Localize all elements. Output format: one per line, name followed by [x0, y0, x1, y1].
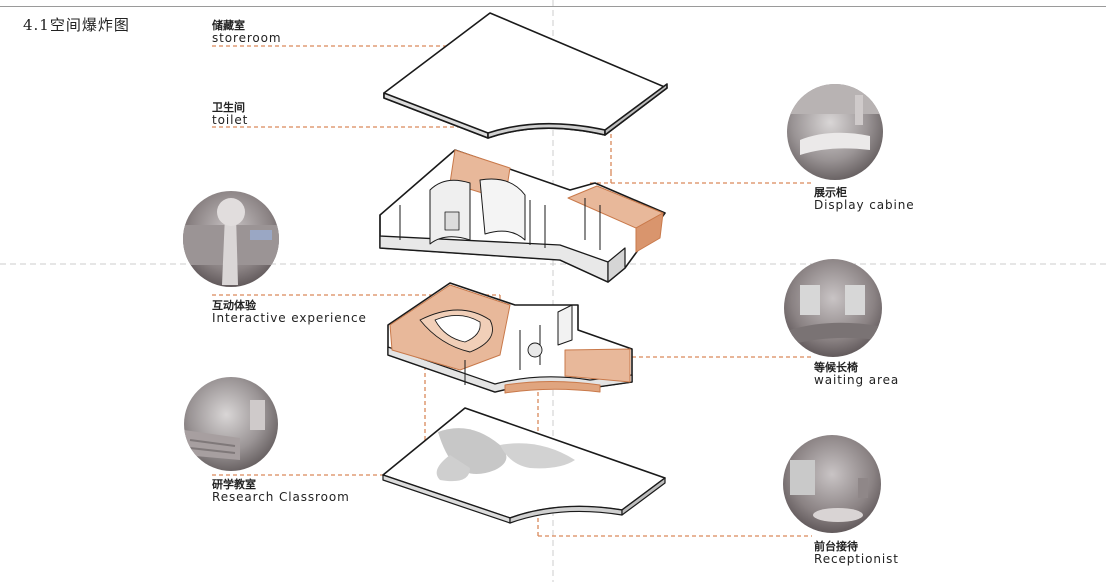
label-research-zh: 研学教室 — [212, 478, 256, 491]
photo-interactive-experience — [183, 191, 279, 287]
label-waiting-area: 等候长椅 waiting area — [814, 361, 900, 387]
label-display-cabine: 展示柜 Display cabine — [814, 186, 915, 212]
layer-roof-slab — [383, 12, 668, 139]
label-toilet-zh: 卫生间 — [212, 101, 245, 114]
label-toilet-en: toilet — [212, 113, 249, 127]
label-interactive-en: Interactive experience — [212, 311, 367, 325]
label-display-en: Display cabine — [814, 198, 915, 212]
label-reception-en: Receptionist — [814, 552, 899, 566]
top-rule — [0, 6, 1106, 7]
label-toilet: 卫生间 toilet — [212, 101, 249, 127]
label-receptionist: 前台接待 Receptionist — [814, 540, 899, 566]
label-interactive-zh: 互动体验 — [212, 299, 256, 312]
label-research-en: Research Classroom — [212, 490, 350, 504]
label-storeroom-zh: 储藏室 — [212, 19, 245, 32]
label-display-zh: 展示柜 — [814, 186, 847, 199]
photo-display-cabine — [787, 84, 883, 180]
label-research-classroom: 研学教室 Research Classroom — [212, 478, 350, 504]
layer-upper-floor — [379, 149, 666, 283]
label-reception-zh: 前台接待 — [814, 540, 858, 553]
photo-research-classroom — [184, 377, 278, 471]
label-waiting-zh: 等候长椅 — [814, 361, 858, 374]
photo-receptionist — [783, 435, 881, 533]
label-storeroom-en: storeroom — [212, 31, 282, 45]
page-title: 4.1空间爆炸图 — [23, 16, 130, 34]
label-interactive-experience: 互动体验 Interactive experience — [212, 299, 367, 325]
label-waiting-en: waiting area — [814, 373, 900, 387]
layer-ground-slab — [382, 407, 666, 524]
label-storeroom: 储藏室 storeroom — [212, 19, 282, 45]
layer-lower-floor — [387, 282, 633, 394]
photo-waiting-area — [784, 259, 882, 357]
